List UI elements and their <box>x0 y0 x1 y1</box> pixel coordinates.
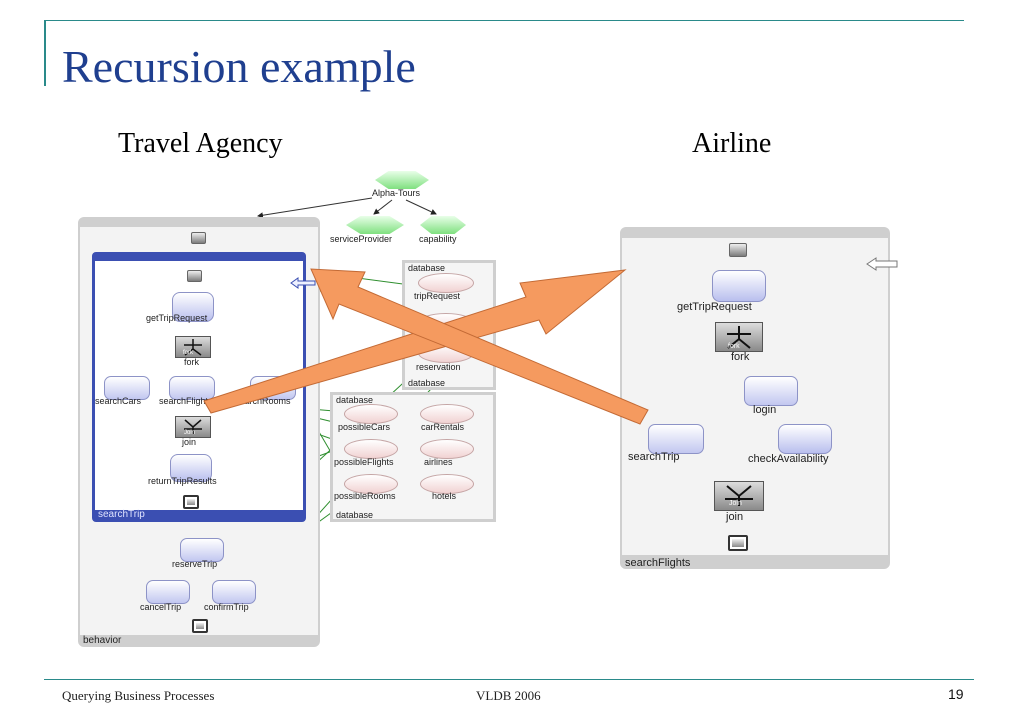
behavior-start-event[interactable] <box>191 232 206 244</box>
possible-rooms-label: possibleRooms <box>334 491 396 501</box>
heading-airline: Airline <box>692 128 772 159</box>
cancel-trip-label: cancelTrip <box>140 602 182 612</box>
join-icon <box>184 419 202 434</box>
edge-alpha-capability <box>405 199 437 215</box>
return-trip-results-task[interactable] <box>170 454 212 482</box>
search-flights-panel-footer <box>622 555 888 567</box>
capability-node[interactable] <box>420 216 466 234</box>
airline-start-event[interactable] <box>729 243 747 257</box>
behavior-end-event[interactable] <box>192 619 208 633</box>
airline-check-availability-label: checkAvailability <box>748 453 829 465</box>
airline-fork-label: fork <box>731 351 750 363</box>
airline-get-trip-request-label: getTripRequest <box>677 301 752 313</box>
edge-alpha-behavior <box>257 197 373 219</box>
search-rooms-label: searchRooms <box>235 396 291 406</box>
join-badge: Join <box>184 430 196 436</box>
airline-join-icon <box>725 485 753 506</box>
airline-login-label: login <box>753 404 777 416</box>
possible-cars-label: possibleCars <box>338 422 391 432</box>
confirm-trip-task[interactable] <box>212 580 256 604</box>
edge-alpha-provider <box>373 199 393 215</box>
search-flights-panel-header <box>622 229 888 238</box>
fork-label: fork <box>184 357 200 367</box>
fork-icon <box>184 339 202 356</box>
title-rule-vertical <box>44 20 46 86</box>
airline-get-trip-request-task[interactable] <box>712 270 766 302</box>
airline-fork-gateway[interactable] <box>715 322 763 352</box>
alpha-tours-label: Alpha-Tours <box>372 188 421 198</box>
trip-request-label: tripRequest <box>414 291 461 301</box>
footer-left-text: Querying Business Processes <box>62 688 215 703</box>
arrow-searchflights-to-airline <box>203 269 627 414</box>
airlines-label: airlines <box>424 457 453 467</box>
airline-collapse-arrow-icon[interactable] <box>866 257 898 271</box>
search-flights-task[interactable] <box>169 376 215 400</box>
airline-login-task[interactable] <box>744 376 798 406</box>
cancel-trip-task[interactable] <box>146 580 190 604</box>
service-provider-label: serviceProvider <box>330 234 393 244</box>
return-trip-results-label: returnTripResults <box>148 476 217 486</box>
alpha-tours-node[interactable] <box>375 171 429 189</box>
search-flights-label: searchFlights <box>159 396 213 406</box>
airline-fork-icon <box>727 326 751 349</box>
inner-end-event[interactable] <box>183 495 199 509</box>
reserve-trip-task[interactable] <box>180 538 224 562</box>
fork-badge: fork <box>183 350 194 356</box>
search-cars-label: searchCars <box>95 396 142 406</box>
join-gateway[interactable] <box>175 416 211 438</box>
airline-join-label: join <box>726 511 744 523</box>
car-rentals-store[interactable] <box>420 404 474 424</box>
behavior-panel-header <box>80 219 318 227</box>
join-label: join <box>182 437 197 447</box>
possible-cars-store[interactable] <box>344 404 398 424</box>
airline-search-trip-label: searchTrip <box>628 451 680 463</box>
slide-title: Recursion example <box>62 41 416 92</box>
behavior-panel-footer <box>80 635 318 645</box>
airline-fork-badge: fork <box>728 343 740 350</box>
behavior-label: behavior <box>83 635 122 646</box>
inner-start-event[interactable] <box>187 270 202 282</box>
database-bottom-caption: database <box>336 395 374 405</box>
possible-rooms-store[interactable] <box>344 474 398 494</box>
hotels-label: hotels <box>432 491 457 501</box>
airlines-store[interactable] <box>420 439 474 459</box>
hotels-store[interactable] <box>420 474 474 494</box>
confirm-trip-label: confirmTrip <box>204 602 249 612</box>
footer-center-text: VLDB 2006 <box>476 688 541 703</box>
search-trip-panel-label: searchTrip <box>98 509 145 520</box>
title-rule-horizontal <box>44 20 964 21</box>
footer-rule <box>44 679 974 680</box>
airline-join-badge: Join <box>729 500 742 507</box>
get-trip-request-label: getTripRequest <box>146 313 208 323</box>
database-top-caption: database <box>408 263 446 273</box>
search-cars-task[interactable] <box>104 376 150 400</box>
page-number: 19 <box>948 686 964 702</box>
service-provider-node[interactable] <box>346 216 404 234</box>
car-rentals-label: carRentals <box>421 422 465 432</box>
possible-flights-store[interactable] <box>344 439 398 459</box>
trip-request-store[interactable] <box>418 273 474 293</box>
reservation-label: reservation <box>416 362 461 372</box>
search-trip-header <box>95 255 303 261</box>
reserve-trip-label: reserveTrip <box>172 559 218 569</box>
heading-travel-agency: Travel Agency <box>118 128 283 159</box>
airline-end-event[interactable] <box>728 535 748 551</box>
get-trip-request-task[interactable] <box>172 292 214 322</box>
fork-gateway[interactable] <box>175 336 211 358</box>
database-bottom-caption-bottom: database <box>336 510 374 520</box>
capability-label: capability <box>419 234 457 244</box>
database-top-caption-bottom: database <box>408 378 446 388</box>
airline-search-trip-task[interactable] <box>648 424 704 454</box>
collapse-left-arrow-icon[interactable] <box>290 277 316 289</box>
search-flights-panel-label: searchFlights <box>625 557 691 569</box>
airline-join-gateway[interactable] <box>714 481 764 511</box>
airline-check-availability-task[interactable] <box>778 424 832 454</box>
arrow-airline-searchtrip-to-travel <box>310 268 649 425</box>
search-trip-footer <box>95 510 303 519</box>
possible-flights-label: possibleFlights <box>334 457 394 467</box>
